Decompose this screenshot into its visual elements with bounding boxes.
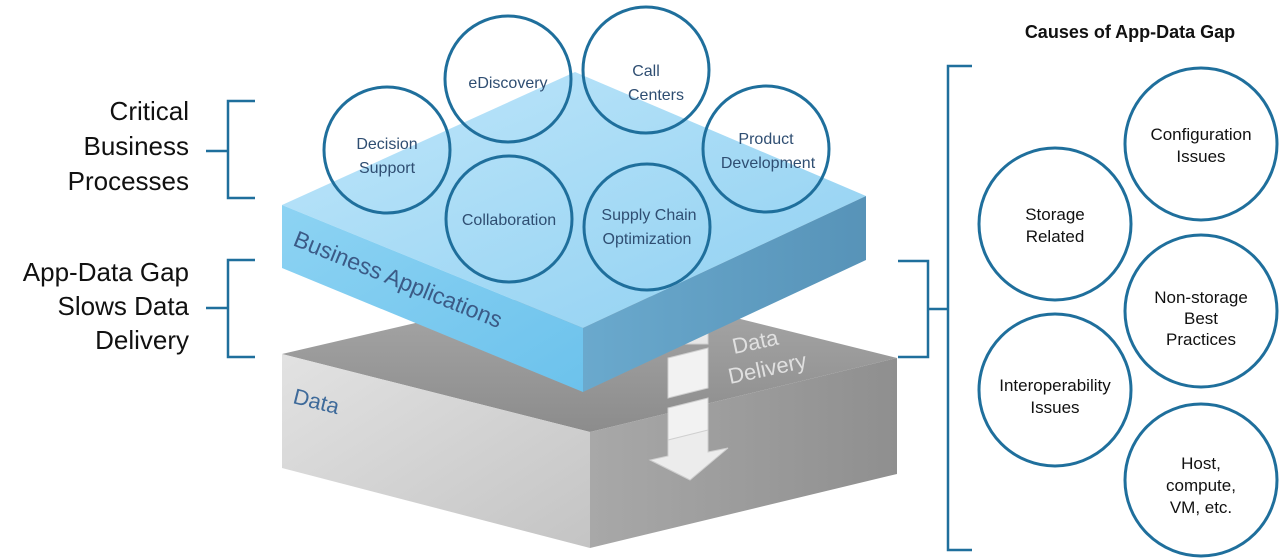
processes-label-line-3: Processes [68, 166, 189, 196]
cause-storage-label-1: Storage [1025, 205, 1085, 224]
process-ediscovery-label: eDiscovery [468, 75, 547, 92]
processes-label-line-1: Critical [110, 96, 189, 126]
cause-configuration-circle [1123, 66, 1279, 222]
process-product-development-circle [701, 84, 831, 214]
process-collaboration-label: Collaboration [462, 212, 556, 229]
arrow-down-head [648, 429, 729, 481]
process-collaboration: Collaboration [444, 154, 574, 284]
gap-label-line-1: App-Data Gap [23, 257, 189, 287]
gap-bracket-left [206, 258, 255, 359]
cause-host: Host, compute, VM, etc. [1123, 402, 1279, 558]
process-call-centers: Call Centers [581, 5, 711, 135]
process-decision-support-label-2: Support [359, 160, 416, 177]
cause-non-storage: Non-storage Best Practices [1123, 233, 1279, 389]
business-applications-layer: Business Applications [282, 72, 866, 392]
process-supply-chain-label-1: Supply Chain [601, 207, 696, 224]
left-labels: Critical Business Processes App-Data Gap… [23, 96, 255, 359]
cause-host-circle [1123, 402, 1279, 558]
app-data-gap-label: App-Data Gap Slows Data Delivery [23, 257, 190, 355]
cause-interoperability-label-2: Issues [1030, 398, 1079, 417]
process-supply-chain-label-2: Optimization [603, 231, 692, 248]
cause-non-storage-label-1: Non-storage [1154, 288, 1248, 307]
process-call-centers-label-2: Centers [628, 87, 684, 104]
cause-host-label-3: VM, etc. [1170, 498, 1232, 517]
process-decision-support: Decision Support [322, 85, 452, 215]
business-layer-side [583, 196, 866, 392]
processes-bracket [206, 99, 255, 200]
process-product-development-label-2: Development [721, 155, 816, 172]
process-supply-chain-circle [582, 162, 712, 292]
process-decision-support-circle [322, 85, 452, 215]
cause-non-storage-label-2: Best [1184, 309, 1218, 328]
arrow-shaft-block-1 [667, 347, 709, 399]
causes-title: Causes of App-Data Gap [1025, 22, 1235, 42]
process-ediscovery-circle [443, 14, 573, 144]
causes-bracket [946, 64, 972, 552]
gap-label-line-3: Delivery [95, 325, 189, 355]
process-call-centers-label-1: Call [632, 63, 660, 80]
causes-panel: Causes of App-Data Gap Configuration Iss… [898, 22, 1279, 558]
cause-configuration: Configuration Issues [1123, 66, 1279, 222]
cause-host-label-2: compute, [1166, 476, 1236, 495]
cause-configuration-label-2: Issues [1176, 147, 1225, 166]
business-layer-top [282, 72, 866, 328]
data-layer-front [282, 354, 590, 548]
critical-business-processes-label: Critical Business Processes [68, 96, 189, 196]
cause-non-storage-label-3: Practices [1166, 330, 1236, 349]
cause-storage-label-2: Related [1026, 227, 1085, 246]
cause-configuration-label-1: Configuration [1150, 125, 1251, 144]
process-decision-support-label-1: Decision [356, 136, 417, 153]
process-product-development: Product Development [701, 84, 831, 214]
cause-interoperability-label-1: Interoperability [999, 376, 1111, 395]
cause-storage: Storage Related [977, 146, 1133, 302]
cause-interoperability-circle [977, 312, 1133, 468]
processes-label-line-2: Business [84, 131, 190, 161]
process-ediscovery: eDiscovery [443, 14, 573, 144]
process-supply-chain: Supply Chain Optimization [582, 162, 712, 292]
cause-interoperability: Interoperability Issues [977, 312, 1133, 468]
gap-label-line-2: Slows Data [58, 291, 190, 321]
cause-host-label-1: Host, [1181, 454, 1221, 473]
process-circles: eDiscovery Call Centers Decision Support… [322, 5, 831, 292]
cause-storage-circle [977, 146, 1133, 302]
business-layer-front [282, 205, 583, 392]
cause-non-storage-circle [1123, 233, 1279, 389]
process-collaboration-circle [444, 154, 574, 284]
process-call-centers-circle [581, 5, 711, 135]
data-layer-side [590, 358, 897, 548]
gap-bracket-right [898, 259, 948, 359]
process-product-development-label-1: Product [738, 131, 794, 148]
